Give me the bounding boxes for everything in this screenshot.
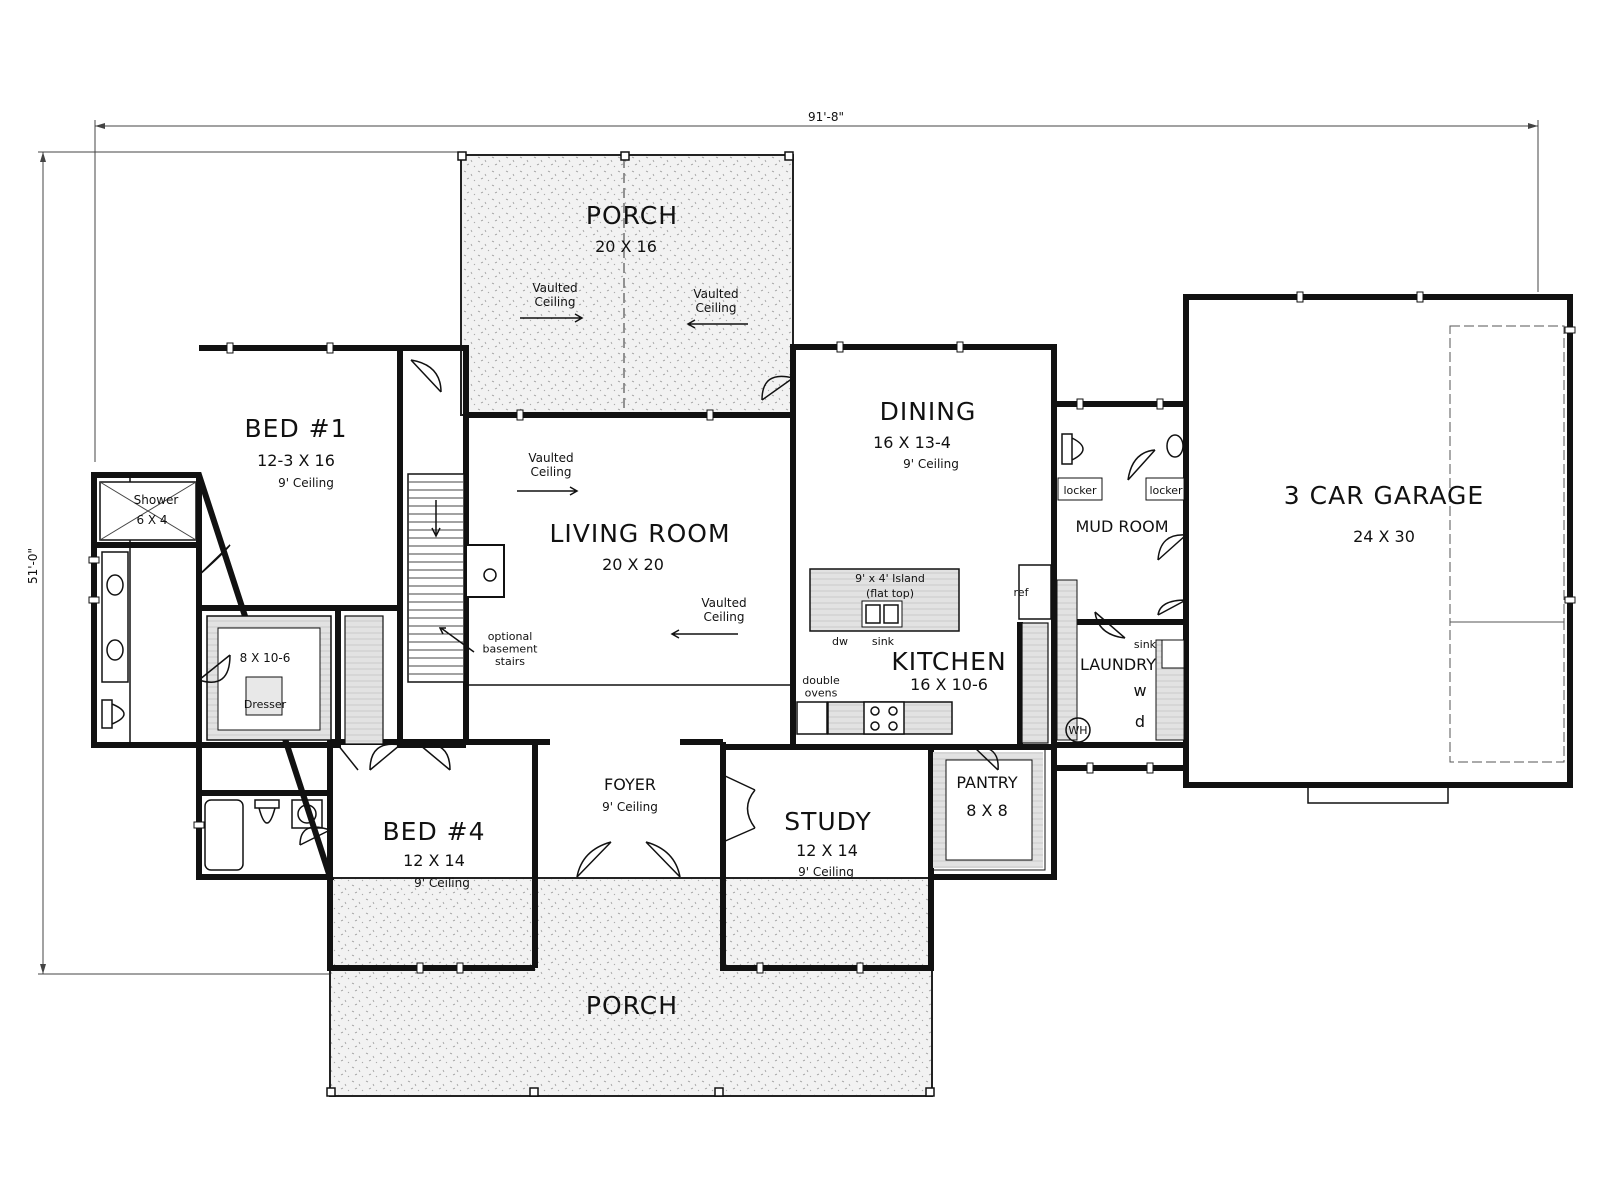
mudroom-title: MUD ROOM xyxy=(1075,517,1168,536)
island-label: 9' x 4' Island xyxy=(855,572,925,585)
dresser-label: Dresser xyxy=(244,698,287,711)
locker-left xyxy=(1057,477,1103,501)
sink-icon xyxy=(1166,434,1184,458)
living-title: LIVING ROOM xyxy=(549,519,730,548)
sink-icon xyxy=(106,639,124,661)
living-size: 20 X 20 xyxy=(602,555,664,574)
pantry-title: PANTRY xyxy=(956,773,1017,792)
shower-title: Shower xyxy=(134,493,179,507)
bed4-size: 12 X 14 xyxy=(403,851,465,870)
foyer-title: FOYER xyxy=(604,775,656,794)
doors xyxy=(198,359,1187,878)
dimension-depth-label: 51'-0" xyxy=(26,548,40,584)
kitchen-island xyxy=(809,568,960,632)
study-title: STUDY xyxy=(784,807,872,836)
range xyxy=(863,701,905,735)
closet-size: 8 X 10-6 xyxy=(240,651,291,665)
toilet-icon xyxy=(101,699,125,729)
interior-walls xyxy=(94,348,1189,796)
island-sink: sink xyxy=(872,635,895,648)
kitchen-size: 16 X 10-6 xyxy=(910,675,988,694)
shower-size: 6 X 4 xyxy=(136,513,167,527)
toilet-icon xyxy=(1061,433,1084,465)
stairs xyxy=(407,473,465,683)
vault-arrows xyxy=(438,313,748,653)
bed4-ceiling: 9' Ceiling xyxy=(414,876,470,890)
garage-step xyxy=(1307,784,1449,804)
pantry-counter xyxy=(1021,622,1049,744)
bed1-ceiling: 9' Ceiling xyxy=(278,476,334,490)
porch-rear-title: PORCH xyxy=(586,201,678,230)
bed1-size: 12-3 X 16 xyxy=(257,451,335,470)
dining-size: 16 X 13-4 xyxy=(873,433,951,452)
bed4-title: BED #4 xyxy=(383,817,486,846)
garage-size: 24 X 30 xyxy=(1353,527,1415,546)
closet-bed4 xyxy=(344,615,384,745)
laundry-title: LAUNDRY xyxy=(1080,655,1156,674)
foyer-ceiling: 9' Ceiling xyxy=(602,800,658,814)
dimension-depth: 51'-0" xyxy=(26,151,460,975)
bed1-title: BED #1 xyxy=(245,414,348,443)
mud-locker-1: locker xyxy=(1063,484,1097,497)
sink-icon xyxy=(297,804,317,824)
mud-locker-2: locker xyxy=(1149,484,1183,497)
porch-front-title: PORCH xyxy=(586,991,678,1020)
water-heater xyxy=(1065,717,1091,743)
laundry-w: w xyxy=(1133,681,1146,700)
dimension-width-label: 91'-8" xyxy=(808,110,844,124)
sink-icon xyxy=(106,574,124,596)
front-porch xyxy=(329,877,933,1097)
porch-rear-size: 20 X 16 xyxy=(595,237,657,256)
island-dw: dw xyxy=(832,635,848,648)
rear-porch xyxy=(460,154,794,416)
locker-right xyxy=(1145,477,1185,501)
dining-title: DINING xyxy=(880,397,977,426)
kitchen-ref: ref xyxy=(1014,586,1030,599)
laundry-sink-label: sink xyxy=(1134,638,1157,651)
vanity xyxy=(101,551,129,683)
laundry-sink xyxy=(1161,639,1185,669)
garage-title: 3 CAR GARAGE xyxy=(1284,481,1484,510)
island-sub: (flat top) xyxy=(866,587,914,600)
dimension-width: 91'-8" xyxy=(94,110,1539,462)
study-ceiling: 9' Ceiling xyxy=(798,865,854,879)
dining-ceiling: 9' Ceiling xyxy=(903,457,959,471)
exterior-walls xyxy=(91,294,1573,971)
laundry-d: d xyxy=(1135,712,1145,731)
laundry-wh: WH xyxy=(1068,724,1087,737)
windows xyxy=(88,291,1576,974)
refrigerator xyxy=(1018,564,1052,620)
dresser xyxy=(245,676,283,716)
study-size: 12 X 14 xyxy=(796,841,858,860)
toilet-icon xyxy=(254,799,280,824)
fireplace xyxy=(465,544,505,598)
bathtub xyxy=(204,799,244,871)
kitchen-title: KITCHEN xyxy=(891,647,1006,676)
double-ovens xyxy=(796,701,828,735)
pantry-size: 8 X 8 xyxy=(966,801,1008,820)
